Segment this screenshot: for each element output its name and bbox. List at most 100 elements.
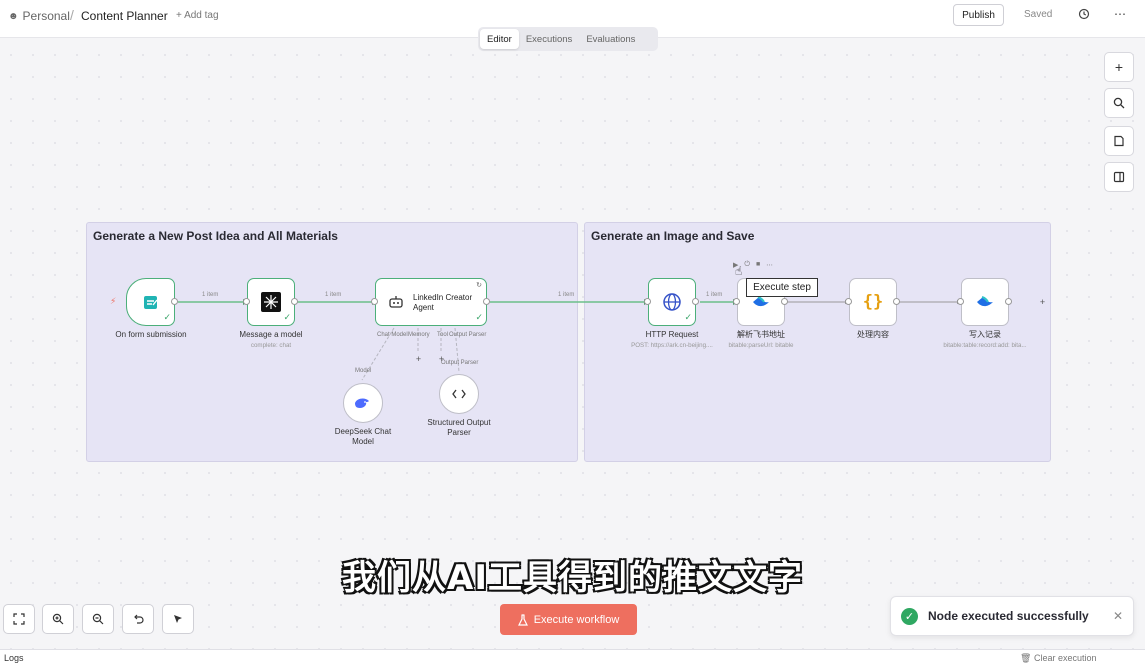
node-deepseek-model[interactable]	[343, 383, 383, 423]
model-logo-icon	[261, 292, 281, 312]
globe-icon	[663, 293, 681, 311]
edge-item-count: 1 item	[325, 292, 342, 298]
group-title: Generate an Image and Save	[591, 229, 755, 243]
node-label: 处理内容	[857, 330, 889, 339]
node-subtitle: bitable:table:record:add: bita...	[943, 342, 1027, 349]
port-label-memory: Memory	[408, 332, 430, 338]
workflow-title[interactable]: Content Planner	[81, 9, 168, 23]
output-port[interactable]	[291, 298, 298, 305]
video-subtitle: 我们从AI工具得到的推文文字	[341, 557, 803, 599]
form-icon	[143, 296, 158, 309]
node-write-record[interactable]	[961, 278, 1009, 326]
input-port[interactable]	[644, 298, 651, 305]
node-linkedin-agent[interactable]: LinkedIn Creator Agent ✓ ↻	[375, 278, 487, 326]
node-label: LinkedIn Creator Agent	[413, 293, 473, 312]
note-icon	[1114, 135, 1124, 147]
cursor-hand-icon: ☝	[735, 264, 743, 278]
trigger-bolt-icon: ⚡	[110, 296, 117, 306]
undo-button[interactable]	[122, 604, 154, 634]
port-label-model: Model	[355, 368, 372, 374]
close-icon[interactable]: ✕	[1112, 609, 1123, 623]
port-label-tool: Tool	[437, 332, 449, 338]
code-braces-icon: {}	[862, 292, 884, 312]
output-port[interactable]	[483, 298, 490, 305]
play-icon[interactable]: ▶	[733, 262, 739, 269]
success-check-icon: ✓	[684, 312, 692, 322]
zoom-in-icon	[52, 613, 64, 625]
undo-icon	[134, 614, 144, 624]
execute-workflow-button[interactable]: Execute workflow	[500, 604, 637, 635]
toggle-panel-button[interactable]	[1104, 162, 1134, 192]
fit-view-button[interactable]	[3, 604, 35, 634]
save-status: Saved	[1024, 9, 1053, 20]
add-next-node-button[interactable]: +	[1039, 296, 1046, 307]
group-title: Generate a New Post Idea and All Materia…	[93, 229, 338, 243]
plus-icon: +	[1114, 59, 1124, 75]
logs-bar[interactable]: Logs 🗑 Clear execution	[0, 649, 1145, 663]
breadcrumb-workspace[interactable]: ☻ Personal	[8, 9, 70, 23]
robot-icon	[389, 296, 403, 308]
feishu-icon	[977, 296, 993, 307]
node-label: Message a model	[239, 330, 303, 339]
node-form-trigger[interactable]: ✓	[126, 278, 175, 326]
publish-button[interactable]: Publish	[953, 4, 1004, 26]
add-tool-button[interactable]: +	[438, 353, 445, 364]
node-hover-toolbar: ▶ ⏻ ■ ⋯	[733, 261, 773, 269]
power-icon[interactable]: ⏻	[744, 261, 750, 268]
node-label: DeepSeek Chat Model	[334, 427, 392, 446]
input-port[interactable]	[733, 298, 740, 305]
add-node-button[interactable]: +	[1104, 52, 1134, 82]
input-port[interactable]	[957, 298, 964, 305]
tab-evaluations[interactable]: Evaluations	[586, 33, 636, 45]
edge-item-count: 1 item	[558, 292, 575, 298]
tidy-up-button[interactable]	[162, 604, 194, 634]
add-tag-button[interactable]: + Add tag	[176, 10, 219, 21]
success-check-icon: ✓	[283, 312, 291, 322]
node-subtitle: complete: chat	[250, 342, 292, 349]
zoom-out-icon	[92, 613, 104, 625]
panel-icon	[1113, 171, 1125, 183]
add-memory-button[interactable]: +	[415, 353, 422, 364]
trash-icon[interactable]: ■	[755, 261, 761, 268]
cursor-icon	[174, 615, 182, 623]
node-label: Structured Output Parser	[427, 418, 491, 437]
node-message-model[interactable]: ✓	[247, 278, 295, 326]
zoom-in-button[interactable]	[42, 604, 74, 634]
output-port[interactable]	[1005, 298, 1012, 305]
group-image-save[interactable]: Generate an Image and Save	[584, 222, 1051, 462]
search-nodes-button[interactable]	[1104, 88, 1134, 118]
output-port[interactable]	[893, 298, 900, 305]
view-tabs: Editor Executions Evaluations	[478, 27, 658, 51]
flask-icon	[517, 613, 528, 626]
sticky-note-button[interactable]	[1104, 126, 1134, 156]
clear-execution-button[interactable]: 🗑 Clear execution	[1020, 653, 1097, 663]
node-http-request[interactable]: ✓	[648, 278, 696, 326]
input-port[interactable]	[371, 298, 378, 305]
output-port[interactable]	[781, 298, 788, 305]
feishu-icon	[753, 296, 769, 307]
success-check-icon: ✓	[163, 312, 171, 322]
node-structured-parser[interactable]	[439, 374, 479, 414]
fit-view-icon	[13, 613, 25, 625]
port-label-output-parser: Output Parser	[441, 360, 479, 366]
port-label-output-parser: Output Parser	[449, 332, 487, 338]
edge-item-count: 1 item	[706, 292, 723, 298]
history-icon[interactable]	[1076, 6, 1092, 22]
tab-executions[interactable]: Executions	[525, 33, 573, 45]
group-post-idea[interactable]: Generate a New Post Idea and All Materia…	[86, 222, 578, 462]
output-port[interactable]	[692, 298, 699, 305]
execute-step-tooltip: Execute step	[746, 278, 818, 297]
toast-message: Node executed successfully	[928, 609, 1089, 623]
node-process-content[interactable]: {}	[849, 278, 897, 326]
trash-icon: 🗑	[1020, 653, 1032, 663]
success-toast: ✓ Node executed successfully ✕	[890, 596, 1134, 636]
logs-label[interactable]: Logs	[4, 653, 24, 663]
output-port[interactable]	[171, 298, 178, 305]
refresh-icon: ↻	[476, 282, 482, 289]
input-port[interactable]	[243, 298, 250, 305]
tab-editor[interactable]: Editor	[480, 29, 519, 49]
zoom-out-button[interactable]	[82, 604, 114, 634]
input-port[interactable]	[845, 298, 852, 305]
more-options-icon[interactable]: ⋯	[1114, 7, 1126, 21]
more-icon[interactable]: ⋯	[766, 262, 774, 269]
